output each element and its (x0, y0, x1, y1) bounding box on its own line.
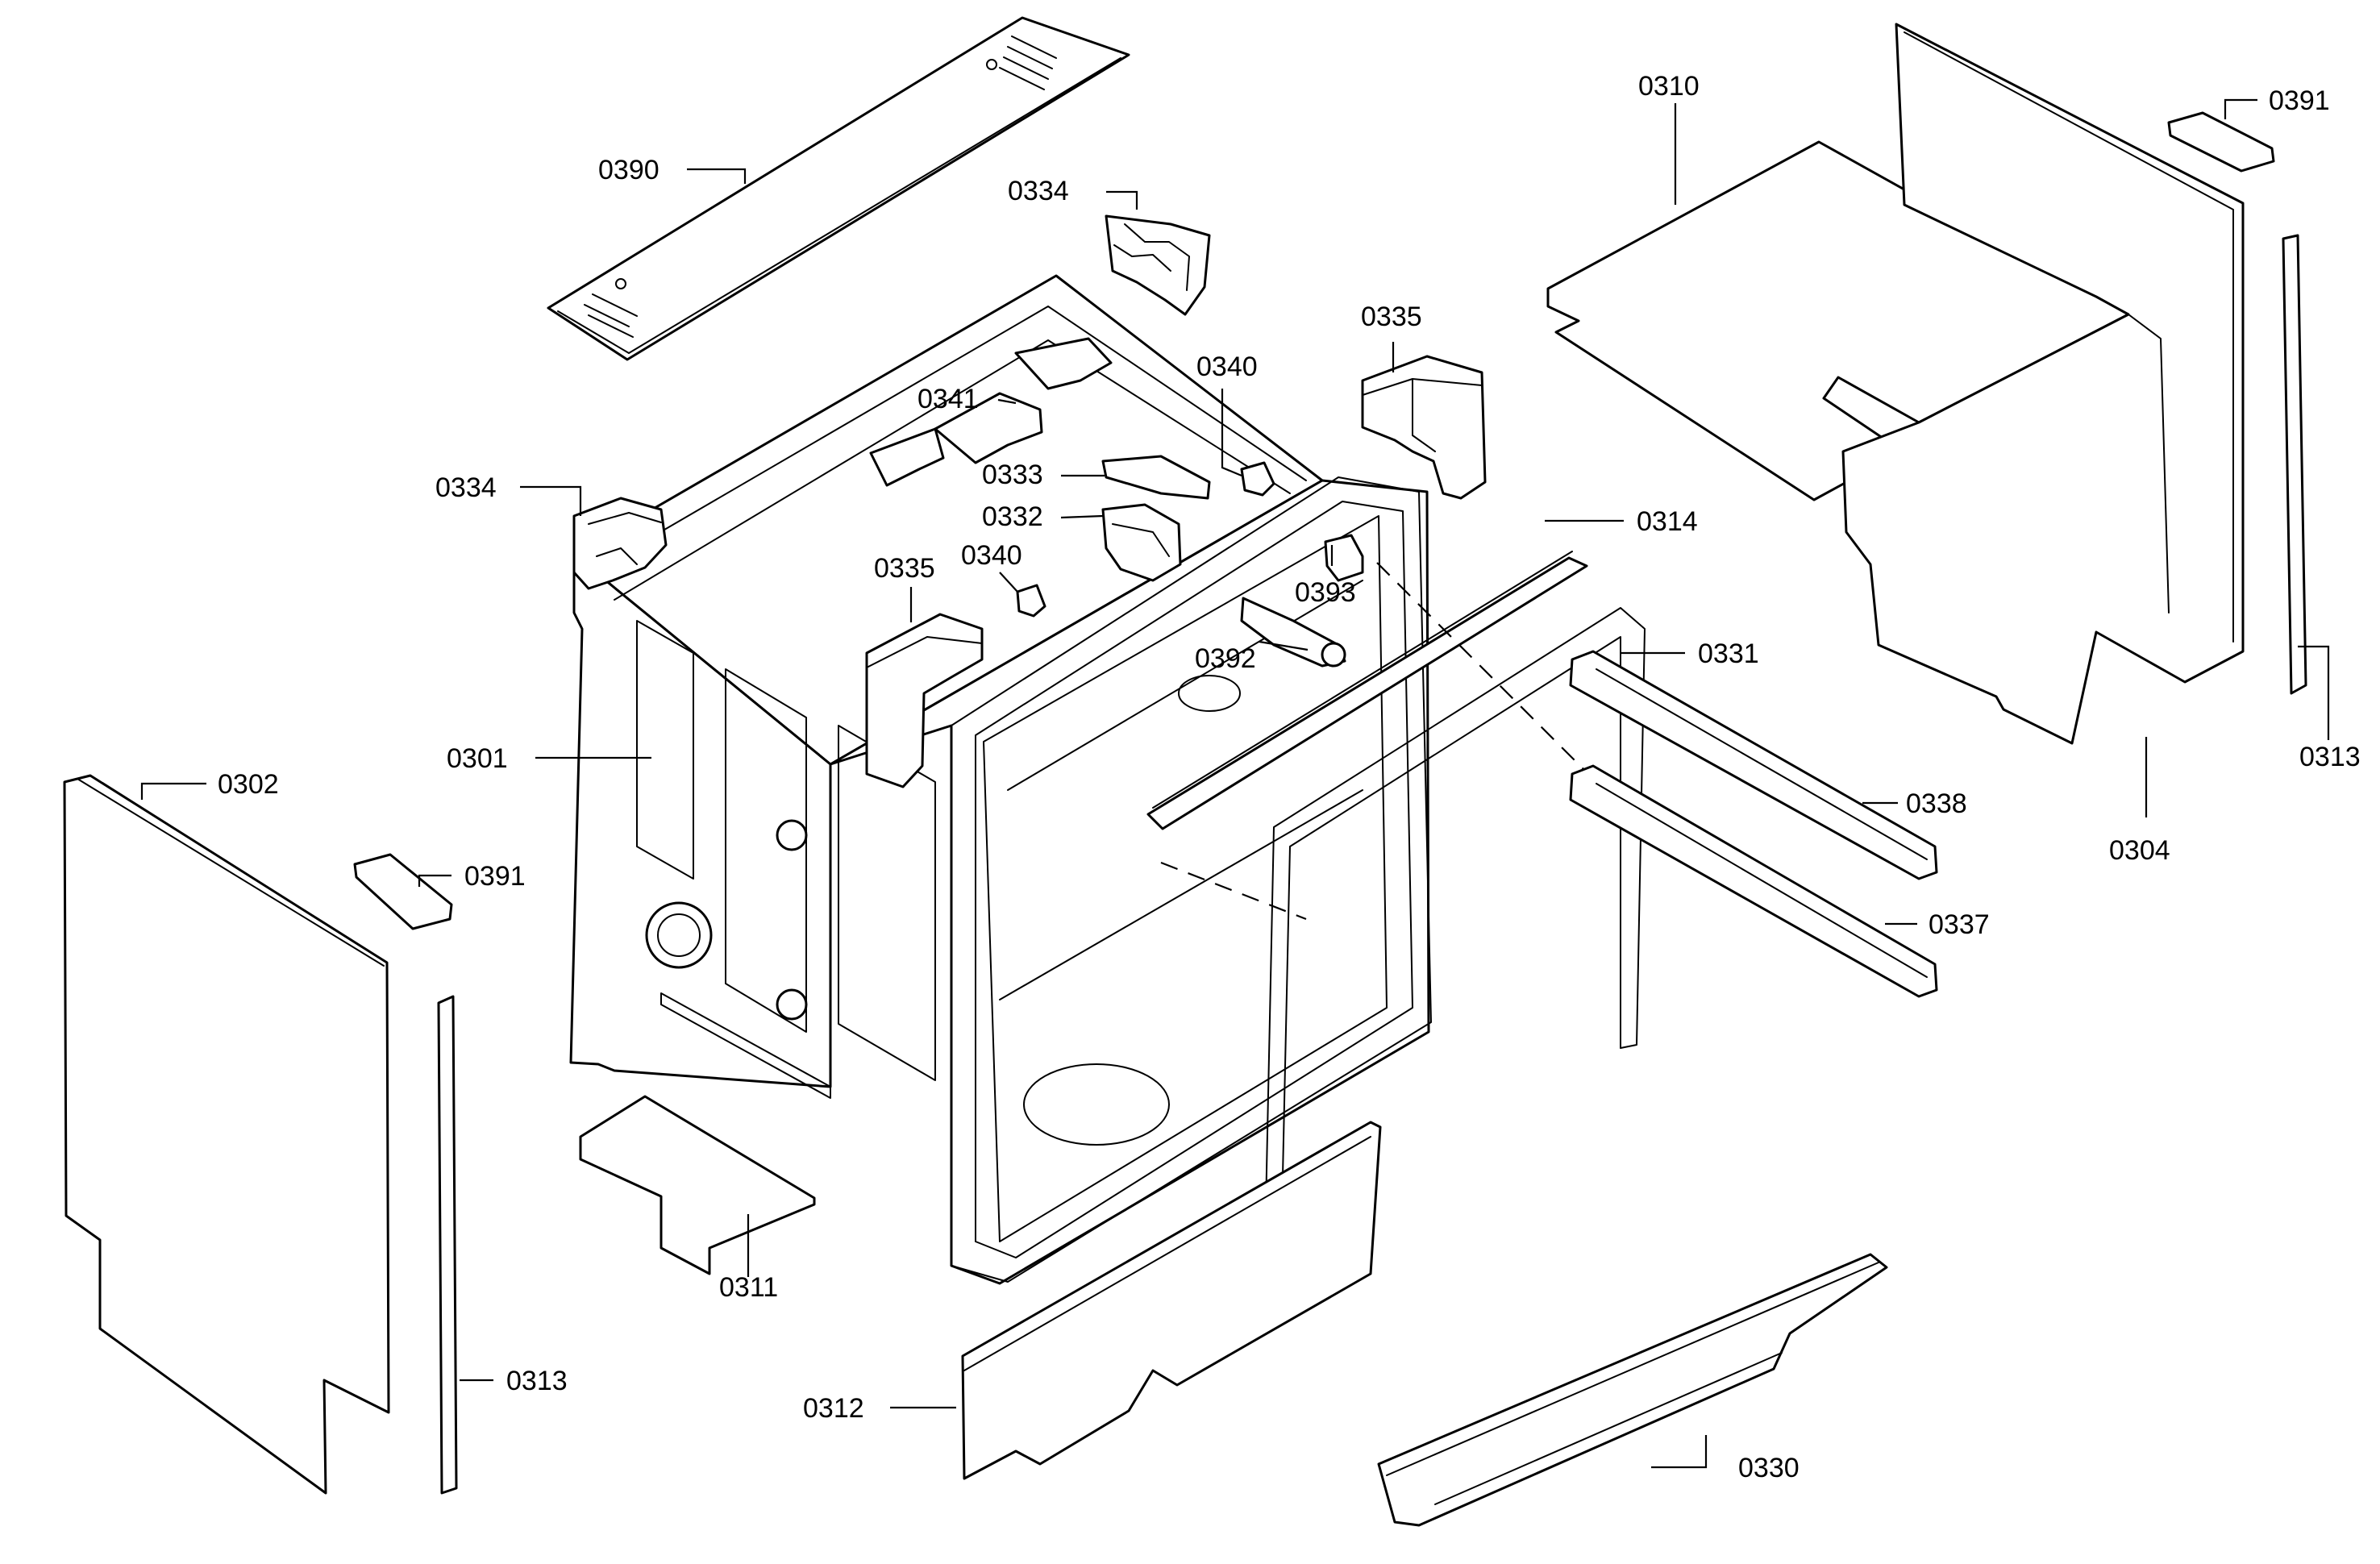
callout-0337: 0337 (1929, 909, 1990, 940)
part-0330-base-rail (1377, 1253, 1888, 1527)
leader-0340-mid (999, 572, 1018, 593)
part-0331-gasket (1265, 607, 1646, 1213)
part-0338-rail (1569, 650, 1938, 880)
part-0302-side-panel (63, 774, 390, 1495)
leader-0334-left (520, 485, 582, 516)
leader-0330 (1651, 1435, 1708, 1469)
callout-0311: 0311 (719, 1272, 778, 1303)
callout-0335-right: 0335 (1361, 302, 1422, 332)
callout-0391-right: 0391 (2269, 85, 2330, 116)
callout-0391-left: 0391 (464, 861, 526, 892)
leader-lines (140, 98, 2330, 1469)
callout-0338: 0338 (1906, 788, 1967, 819)
callout-0390: 0390 (598, 155, 659, 185)
part-0334-top-bracket (1105, 214, 1211, 316)
leader-0391-right (2224, 98, 2257, 119)
callout-0335-mid: 0335 (874, 553, 935, 584)
part-0341-brackets (869, 337, 1113, 487)
callout-0393: 0393 (1295, 577, 1356, 608)
part-0311-foam-block (579, 1095, 816, 1275)
part-0335-right-block (1361, 355, 1487, 500)
part-0332-latch (1101, 503, 1182, 582)
part-0333-clip (1101, 455, 1211, 500)
callout-0331: 0331 (1698, 638, 1759, 669)
part-0391-right-bracket (2167, 111, 2275, 173)
callout-0312: 0312 (803, 1393, 864, 1424)
callout-labels: 0390 0334 0335 0340 0341 0333 0332 0340 … (218, 71, 2361, 1483)
leader-0391-left (418, 874, 451, 887)
leader-0332 (1060, 514, 1104, 519)
callout-0340-mid: 0340 (961, 540, 1022, 571)
leader-0392 (1259, 640, 1309, 651)
part-0393-bracket (1324, 534, 1364, 582)
part-0390-top-cover (547, 16, 1130, 361)
callout-0340-top: 0340 (1196, 351, 1258, 382)
alignment-guide-line-2 (1160, 861, 1307, 921)
callout-0313-left: 0313 (506, 1366, 568, 1396)
leader-0313-right (2298, 645, 2330, 740)
callout-0334-left: 0334 (435, 472, 497, 503)
callout-0341: 0341 (917, 384, 979, 414)
leader-0302 (140, 782, 206, 800)
callout-0314: 0314 (1637, 506, 1698, 537)
part-0301-tub-frame (569, 274, 1430, 1285)
callout-0392: 0392 (1195, 643, 1256, 674)
part-0313-left-strip (437, 995, 458, 1495)
leader-0340-top (1221, 389, 1242, 477)
callout-0301: 0301 (447, 743, 508, 774)
part-0314-strip (1146, 551, 1588, 830)
part-0340-clip-top (1240, 461, 1275, 497)
callout-0302: 0302 (218, 769, 279, 800)
callout-0330: 0330 (1738, 1453, 1800, 1483)
part-0304-back-panel (1841, 23, 2245, 745)
callout-0334-top: 0334 (1008, 176, 1069, 206)
leader-0334-top (1106, 190, 1138, 210)
callout-0333: 0333 (982, 460, 1043, 490)
part-0313-right-strip (2282, 234, 2307, 695)
part-0391-left-bracket (353, 853, 453, 930)
part-0334-left-bracket (572, 497, 668, 590)
part-0340-clip-mid (1016, 584, 1046, 618)
part-0314-gasket-frame (951, 476, 1432, 1283)
leader-0341 (997, 398, 1017, 405)
part-0337-rail (1569, 764, 1938, 998)
callout-0310: 0310 (1638, 71, 1700, 102)
callout-0304: 0304 (2109, 835, 2170, 866)
part-0392-bracket (1240, 597, 1346, 668)
callout-0332: 0332 (982, 501, 1043, 532)
part-0312-foam-front (961, 1121, 1382, 1480)
callout-0313-right: 0313 (2299, 742, 2361, 772)
leader-0390 (687, 168, 747, 184)
part-0335-mid-block (865, 613, 984, 788)
